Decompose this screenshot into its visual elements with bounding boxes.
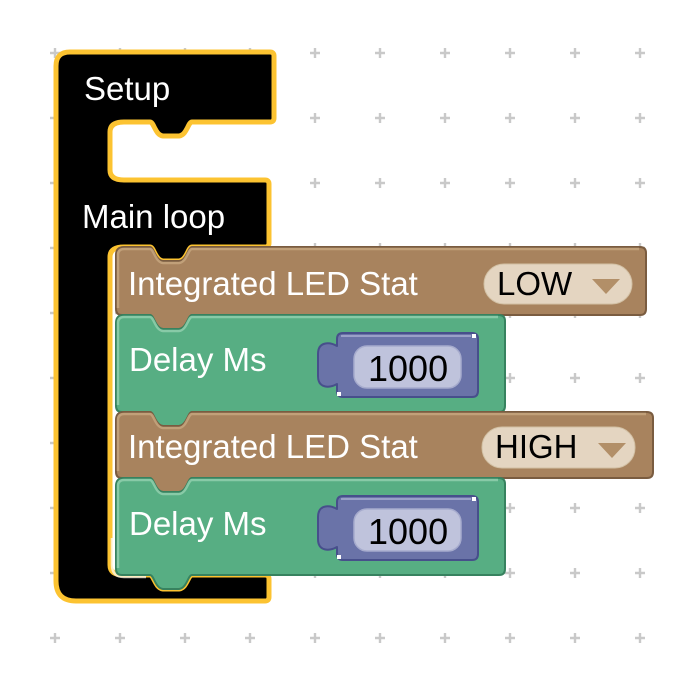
corner-highlight — [337, 555, 341, 559]
main-loop-label: Main loop — [82, 198, 225, 235]
corner-highlight — [337, 392, 341, 396]
block-delay-1-highlight — [116, 315, 498, 405]
number-block-2[interactable]: 1000 — [317, 495, 479, 561]
setup-label: Setup — [84, 70, 170, 107]
block-delay-2-label: Delay Ms — [129, 505, 267, 542]
dropdown-arrow-icon — [598, 443, 626, 458]
dropdown-field-2-value[interactable]: HIGH — [495, 428, 578, 465]
dropdown-field-1-bg[interactable] — [483, 263, 633, 305]
dropdown-field-1-value[interactable]: LOW — [497, 265, 573, 302]
block-set-led-2[interactable]: Integrated LED Stat HIGH — [115, 411, 654, 493]
dropdown-field-2[interactable]: HIGH — [481, 426, 636, 469]
dropdown-field-1[interactable]: LOW — [483, 263, 633, 305]
block-delay-1[interactable]: Delay Ms 1000 — [115, 314, 506, 427]
number-field-1[interactable] — [353, 345, 462, 389]
corner-highlight — [472, 334, 476, 338]
main-block-inner-highlight — [110, 538, 146, 579]
block-set-led-1-label: Integrated LED Stat — [128, 265, 418, 302]
number-field-1-value[interactable]: 1000 — [368, 348, 448, 389]
number-field-2-value[interactable]: 1000 — [368, 511, 448, 552]
block-set-led-1[interactable]: Integrated LED Stat LOW — [115, 246, 647, 330]
number-field-2[interactable] — [353, 508, 462, 552]
block-set-led-2-label: Integrated LED Stat — [128, 428, 418, 465]
dropdown-arrow-icon — [592, 279, 620, 294]
block-delay-1-label: Delay Ms — [129, 341, 267, 378]
block-delay-2[interactable]: Delay Ms 1000 — [115, 477, 506, 590]
block-set-led-1-highlight — [116, 247, 639, 308]
block-set-led-2-highlight — [116, 412, 646, 471]
block-delay-2-highlight — [116, 478, 498, 568]
dropdown-field-2-bg[interactable] — [481, 426, 636, 469]
corner-highlight — [472, 497, 476, 501]
number-block-1[interactable]: 1000 — [317, 332, 479, 398]
